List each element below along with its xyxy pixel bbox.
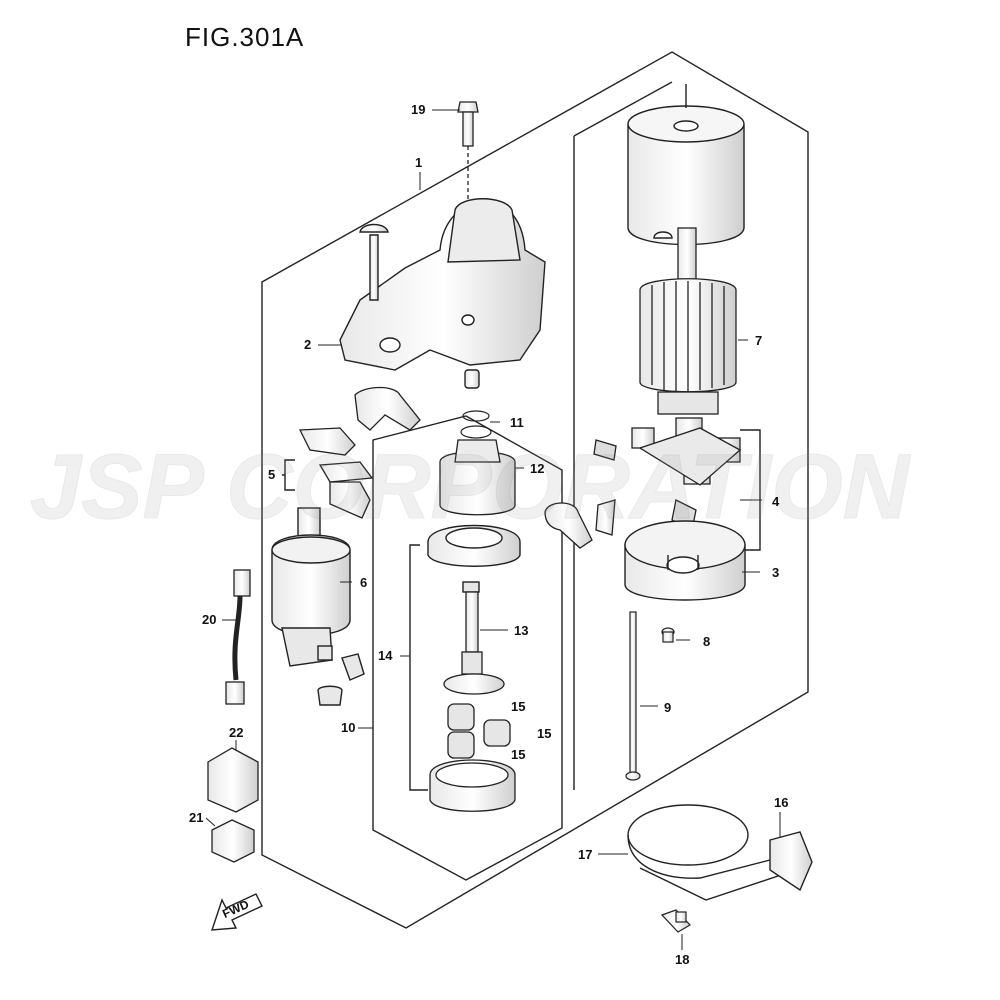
callout-7: 7	[755, 333, 763, 348]
through-bolt-9	[625, 611, 641, 781]
pinion-12	[439, 439, 516, 516]
bracket-14	[409, 544, 428, 791]
internal-gear-ring	[429, 759, 516, 812]
callout-14: 14	[378, 648, 393, 663]
lead-wire-20	[225, 569, 251, 705]
callout-16: 16	[774, 795, 789, 810]
armature-group-frame	[573, 81, 673, 790]
callout-11: 11	[510, 415, 524, 430]
callout-6: 6	[360, 575, 368, 590]
callout-15-c: 15	[511, 747, 526, 762]
relay-21	[211, 819, 255, 863]
relay-22	[207, 747, 259, 813]
callout-20: 20	[202, 612, 217, 627]
callout-17: 17	[578, 847, 593, 862]
figure-title: FIG.301A	[185, 22, 305, 52]
screw-8	[661, 627, 675, 643]
planet-gears-15	[447, 703, 511, 759]
contact-set-5	[298, 386, 421, 519]
armature-7	[639, 227, 737, 415]
callout-5: 5	[268, 467, 276, 482]
solenoid-housing-2	[339, 198, 546, 389]
callout-8: 8	[703, 634, 711, 649]
callout-10: 10	[341, 720, 356, 735]
callout-3: 3	[772, 565, 780, 580]
callout-21: 21	[189, 810, 204, 825]
yoke-7	[627, 84, 745, 246]
fwd-arrow-icon	[211, 893, 263, 931]
bolt-18	[660, 909, 691, 933]
callout-15-b: 15	[537, 726, 552, 741]
callout-13: 13	[514, 623, 529, 638]
end-frame-3	[624, 520, 746, 601]
bracket-16	[769, 831, 813, 892]
strap-17	[627, 804, 797, 901]
callout-15-a: 15	[511, 699, 526, 714]
callout-4: 4	[772, 494, 780, 509]
assembly-frame-outline	[261, 51, 809, 929]
callout-19: 19	[411, 102, 426, 117]
drive-group-frame	[372, 415, 563, 881]
bracket-5	[282, 459, 295, 491]
callout-18: 18	[675, 952, 690, 967]
callout-22: 22	[229, 725, 244, 740]
retainer-11	[460, 410, 492, 439]
callout-9: 9	[664, 700, 672, 715]
callout-12: 12	[530, 461, 545, 476]
leader-lines	[205, 109, 781, 950]
callout-1: 1	[415, 155, 423, 170]
callout-2: 2	[304, 337, 312, 352]
solenoid-6	[271, 507, 365, 706]
shaft-13	[443, 591, 505, 695]
drive-housing-14	[427, 524, 521, 593]
